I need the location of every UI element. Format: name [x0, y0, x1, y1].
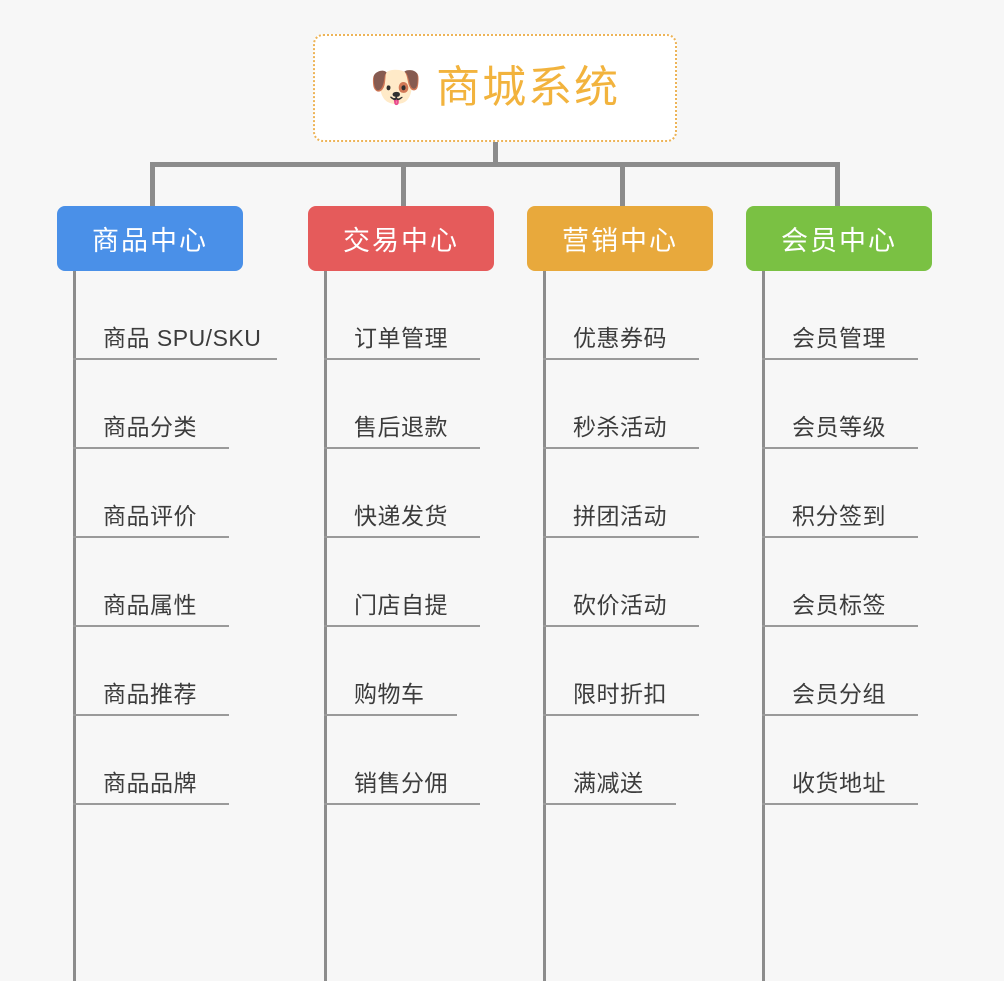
- leaf-item[interactable]: 商品评价: [73, 449, 253, 538]
- leaf-rule: [543, 803, 676, 805]
- leaf-item[interactable]: 门店自提: [324, 538, 504, 627]
- leaf-label: 砍价活动: [573, 592, 667, 618]
- connector-drop-1: [150, 162, 155, 208]
- connector-drop-3: [620, 162, 625, 208]
- dog-face-icon: 🐶: [369, 63, 423, 110]
- leaf-rule: [324, 714, 457, 716]
- leaf-label: 会员分组: [792, 681, 886, 707]
- mindmap-canvas: 🐶 商城系统 商品中心 商品 SPU/SKU 商品分类 商品评价 商品属性: [57, 34, 942, 981]
- leaf-item[interactable]: 限时折扣: [543, 627, 723, 716]
- leaf-item[interactable]: 商品 SPU/SKU: [73, 271, 293, 360]
- category-header-2[interactable]: 交易中心: [308, 206, 494, 271]
- leaf-label: 会员管理: [792, 325, 886, 351]
- leaf-item[interactable]: 收货地址: [762, 716, 942, 805]
- category-label-3: 营销中心: [562, 226, 678, 256]
- leaf-label: 商品推荐: [103, 681, 197, 707]
- leaf-label: 收货地址: [792, 770, 886, 796]
- leaf-label: 秒杀活动: [573, 414, 667, 440]
- leaf-item[interactable]: 满减送: [543, 716, 698, 805]
- leaf-rule: [543, 447, 699, 449]
- leaf-label: 会员标签: [792, 592, 886, 618]
- category-label-2: 交易中心: [343, 226, 459, 256]
- leaf-label: 限时折扣: [573, 681, 667, 707]
- leaf-rule: [762, 714, 918, 716]
- category-label-1: 商品中心: [92, 226, 208, 256]
- category-header-4[interactable]: 会员中心: [746, 206, 932, 271]
- leaf-label: 购物车: [354, 681, 425, 707]
- leaf-label: 会员等级: [792, 414, 886, 440]
- leaf-rule: [762, 358, 918, 360]
- leaf-label: 售后退款: [354, 414, 448, 440]
- root-node[interactable]: 🐶 商城系统: [313, 34, 677, 142]
- leaf-label: 商品 SPU/SKU: [103, 325, 262, 351]
- leaf-item[interactable]: 商品分类: [73, 360, 253, 449]
- leaf-rule: [73, 803, 229, 805]
- leaf-item[interactable]: 商品属性: [73, 538, 253, 627]
- leaf-item[interactable]: 会员等级: [762, 360, 942, 449]
- leaf-item[interactable]: 商品推荐: [73, 627, 253, 716]
- leaf-label: 优惠券码: [573, 325, 667, 351]
- leaf-rule: [73, 625, 229, 627]
- leaf-item[interactable]: 售后退款: [324, 360, 504, 449]
- leaf-label: 积分签到: [792, 503, 886, 529]
- leaf-label: 商品分类: [103, 414, 197, 440]
- leaf-item[interactable]: 优惠券码: [543, 271, 723, 360]
- connector-bus: [150, 162, 840, 167]
- leaf-rule: [762, 447, 918, 449]
- leaf-item[interactable]: 拼团活动: [543, 449, 723, 538]
- leaf-rule: [73, 358, 277, 360]
- leaf-label: 门店自提: [354, 592, 448, 618]
- leaf-item[interactable]: 会员管理: [762, 271, 942, 360]
- leaf-rule: [543, 358, 699, 360]
- leaf-rule: [543, 625, 699, 627]
- connector-drop-4: [835, 162, 840, 208]
- root-title: 商城系统: [436, 63, 621, 112]
- leaf-label: 商品属性: [103, 592, 197, 618]
- leaf-rule: [73, 714, 229, 716]
- leaf-item[interactable]: 购物车: [324, 627, 479, 716]
- category-header-3[interactable]: 营销中心: [527, 206, 713, 271]
- leaf-label: 订单管理: [354, 325, 448, 351]
- leaf-rule: [324, 447, 480, 449]
- leaf-item[interactable]: 秒杀活动: [543, 360, 723, 449]
- leaf-rule: [543, 536, 699, 538]
- connector-drop-2: [401, 162, 406, 208]
- leaf-rule: [73, 536, 229, 538]
- leaf-item[interactable]: 积分签到: [762, 449, 942, 538]
- category-label-4: 会员中心: [781, 226, 897, 256]
- category-header-1[interactable]: 商品中心: [57, 206, 243, 271]
- connector-root-stem: [493, 142, 498, 166]
- leaf-rule: [762, 625, 918, 627]
- leaf-label: 商品评价: [103, 503, 197, 529]
- leaf-rule: [324, 536, 480, 538]
- leaf-label: 快递发货: [354, 503, 448, 529]
- leaf-item[interactable]: 订单管理: [324, 271, 504, 360]
- leaf-rule: [543, 714, 699, 716]
- leaf-item[interactable]: 砍价活动: [543, 538, 723, 627]
- leaf-label: 满减送: [573, 770, 644, 796]
- leaf-label: 拼团活动: [573, 503, 667, 529]
- leaf-item[interactable]: 销售分佣: [324, 716, 504, 805]
- leaf-rule: [324, 803, 480, 805]
- leaf-item[interactable]: 快递发货: [324, 449, 504, 538]
- leaf-rule: [73, 447, 229, 449]
- leaf-item[interactable]: 会员标签: [762, 538, 942, 627]
- leaf-rule: [762, 803, 918, 805]
- leaf-label: 商品品牌: [103, 770, 197, 796]
- leaf-item[interactable]: 会员分组: [762, 627, 942, 716]
- leaf-item[interactable]: 商品品牌: [73, 716, 253, 805]
- leaf-label: 销售分佣: [354, 770, 448, 796]
- leaf-rule: [324, 358, 480, 360]
- leaf-rule: [324, 625, 480, 627]
- leaf-rule: [762, 536, 918, 538]
